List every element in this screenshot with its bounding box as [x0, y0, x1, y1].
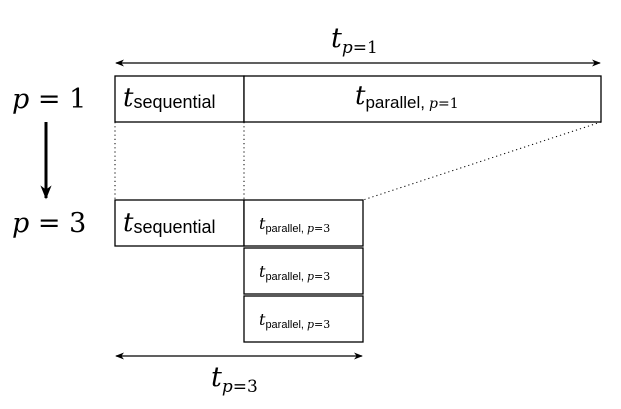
box-parallel-p1: [243, 75, 602, 123]
label-seq-p1: tsequential: [123, 83, 216, 113]
parallel-block-1-p3: tparallel,p=3: [243, 199, 364, 247]
label-t-p3: tp=3: [211, 362, 258, 397]
label-t-p1: tp=1: [331, 23, 378, 58]
label-p1: p = 1: [12, 84, 86, 115]
label-par-p3-3: tparallel,p=3: [259, 310, 330, 331]
label-par-p3-1: tparallel,p=3: [259, 214, 330, 235]
parallel-block-2-p3: tparallel,p=3: [243, 247, 364, 295]
label-par-p3-2: tparallel,p=3: [259, 262, 330, 283]
parallel-block-3-p3: tparallel,p=3: [243, 295, 364, 343]
label-par-p1: tparallel,p=1: [355, 81, 459, 112]
label-seq-p3: tsequential: [123, 208, 216, 238]
dotted-guide-diagonal: [362, 121, 602, 201]
label-p3: p = 3: [12, 208, 86, 239]
